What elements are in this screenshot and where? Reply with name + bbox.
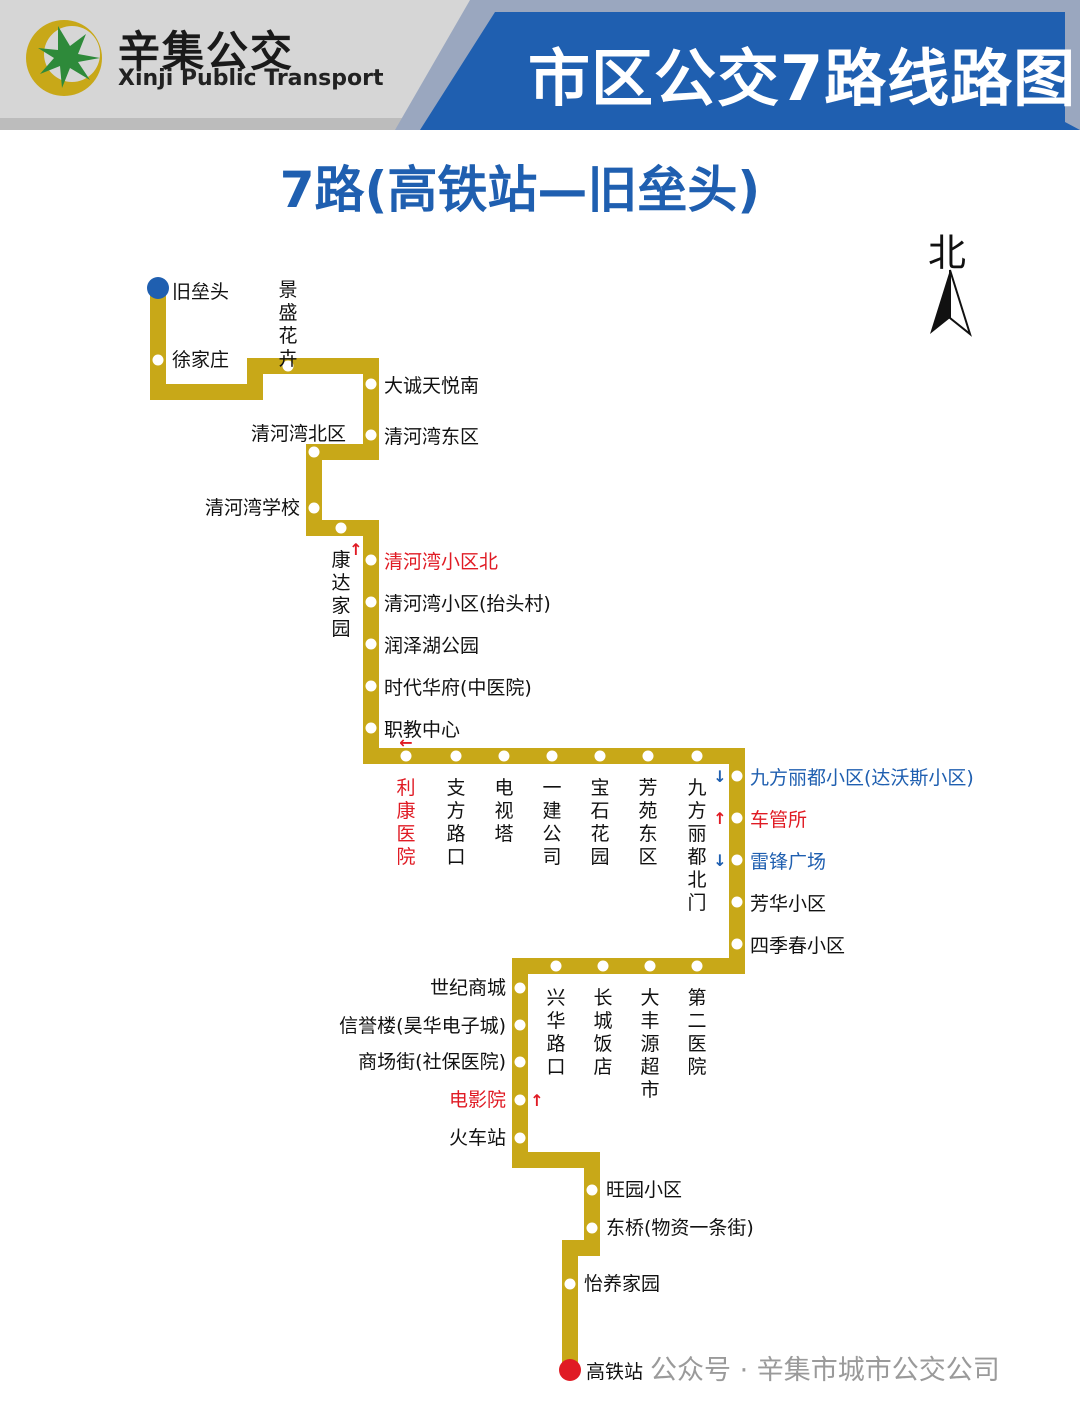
stop-marker [597,960,609,972]
stop-label: 大诚天悦南 [384,375,479,397]
stop-marker [450,750,462,762]
stop-marker [282,360,294,372]
stop-label: 时代华府(中医院) [384,677,532,699]
one-way-arrow-icon: ↓ [713,767,726,786]
stop-marker [400,750,412,762]
stop-label: 清河湾北区 [251,423,346,445]
stop-marker [365,596,377,608]
stop-marker [365,429,377,441]
stop-label: 清河湾学校 [205,497,300,519]
stop-label: 支方路口 [446,777,465,868]
terminal-stop-marker [147,277,169,299]
stop-label: 旧垒头 [172,281,229,303]
stop-marker [586,1222,598,1234]
stop-marker [514,1019,526,1031]
stop-label: 四季春小区 [750,935,845,957]
stop-label: 康达家园 [331,549,350,640]
header-blue-panel [420,12,1080,130]
stop-label: 兴华路口 [546,987,565,1078]
stop-label: 第二医院 [687,987,706,1078]
stop-label: 世纪商城 [430,977,506,999]
company-name-cn: 辛集公交 [118,27,295,76]
stop-marker [365,680,377,692]
stop-marker [550,960,562,972]
stop-marker [514,1094,526,1106]
stop-label: 宝石花园 [590,777,609,868]
one-way-arrow-icon: ← [399,733,412,752]
stop-marker [731,812,743,824]
stop-label: 东桥(物资一条街) [606,1217,754,1239]
page-title: 市区公交7路线路图 [528,42,1077,115]
stop-label: 火车站 [449,1127,506,1149]
one-way-arrow-icon: ↓ [713,851,726,870]
stop-marker [731,770,743,782]
stop-marker [586,1184,598,1196]
stop-marker [691,750,703,762]
stop-marker [308,502,320,514]
stop-label: 车管所 [750,809,807,831]
stop-markers [147,277,743,1381]
terminal-stop-marker [559,1359,581,1381]
stop-label: 旺园小区 [606,1179,682,1201]
stop-label: 芳华小区 [750,893,826,915]
stop-label: 雷锋广场 [750,851,826,873]
stop-marker [498,750,510,762]
stop-marker [514,1056,526,1068]
one-way-arrow-icon: ↑ [349,540,362,559]
stop-marker [152,354,164,366]
stop-label: 电影院 [449,1089,506,1111]
stop-marker [594,750,606,762]
stop-marker [365,554,377,566]
stop-marker [644,960,656,972]
stop-label: 商场街(社保医院) [358,1051,506,1073]
stop-marker [365,638,377,650]
stop-label: 九方丽都小区(达沃斯小区) [750,767,974,789]
stop-marker [546,750,558,762]
stop-marker [731,854,743,866]
stop-marker [514,1132,526,1144]
stop-label: 清河湾东区 [384,426,479,448]
route-title: 7路(高铁站—旧垒头) [279,161,761,219]
north-arrow-icon [930,269,972,337]
stop-label: 高铁站 [586,1361,643,1383]
stop-marker [335,522,347,534]
stop-marker [365,378,377,390]
stop-label: 长城饭店 [593,987,612,1078]
stop-marker [365,722,377,734]
stop-label: 清河湾小区(抬头村) [384,593,551,615]
one-way-arrow-icon: ↑ [530,1091,543,1110]
stop-marker [308,446,320,458]
stop-marker [731,938,743,950]
one-way-arrow-icon: ↑ [713,809,726,828]
stop-label: 怡养家园 [584,1273,660,1295]
stop-marker [691,960,703,972]
watermark: 公众号 · 辛集市城市公交公司 [650,1355,1000,1386]
header-banner [0,0,1080,130]
stop-label: 电视塔 [494,777,513,845]
stop-label: 利康医院 [396,777,415,868]
stop-label: 一建公司 [542,777,561,868]
stop-label: 润泽湖公园 [384,635,479,657]
stop-marker [514,982,526,994]
north-label: 北 [928,231,967,275]
stop-label: 职教中心 [384,719,460,741]
stop-label: 徐家庄 [172,349,229,371]
stop-marker [642,750,654,762]
stop-marker [564,1278,576,1290]
company-name-en: Xinji Public Transport [118,66,384,91]
company-logo-icon [26,20,102,96]
stop-label: 景盛花卉 [278,279,297,370]
stop-label: 信誉楼(昊华电子城) [339,1015,506,1037]
stop-marker [731,896,743,908]
direction-arrows: ↑ ← ↓ ↑ ↓ ↑ [349,540,726,1110]
stop-label: 大丰源超市 [640,987,659,1101]
stop-label: 九方丽都北门 [687,777,706,914]
stop-label: 芳苑东区 [638,777,657,868]
stop-label: 清河湾小区北 [384,551,498,573]
